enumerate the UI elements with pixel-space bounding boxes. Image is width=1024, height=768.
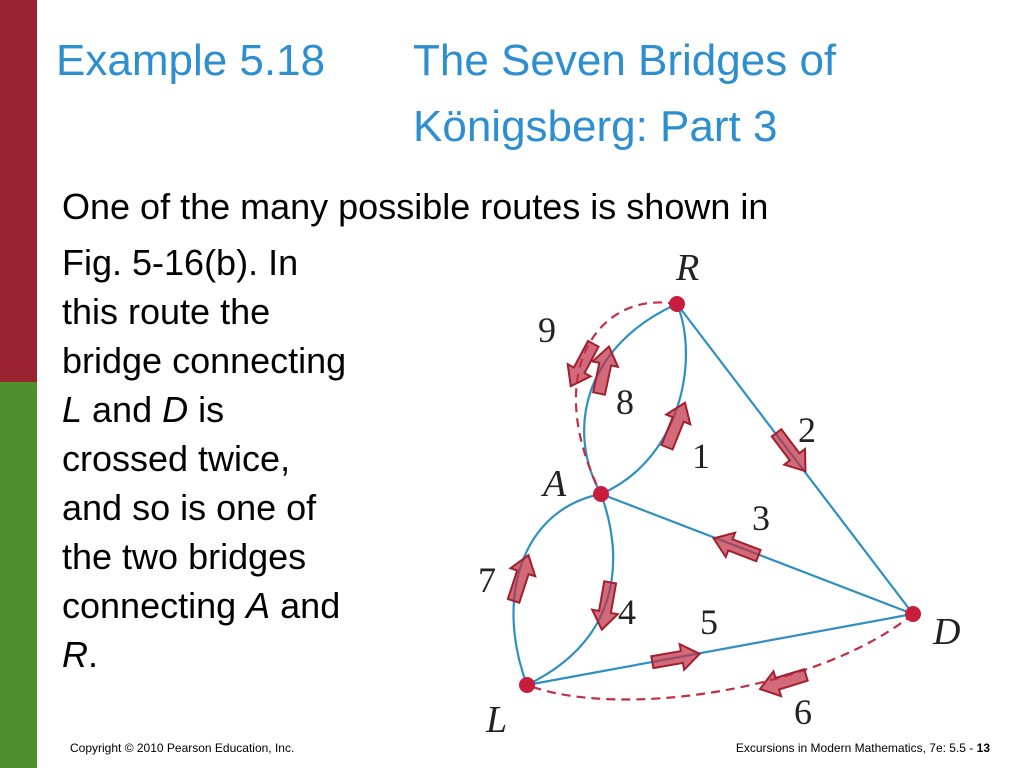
body-text-line: and so is one of [62,487,317,528]
text-period: . [88,634,99,675]
arrow-label-7: 7 [478,560,496,600]
node-label-a: A [540,463,567,505]
body-text-line: connecting A and [62,581,442,630]
node-label-r: R [675,247,699,289]
node-a [593,486,609,502]
route-dash-d-l [526,613,914,701]
text-and-2: and [270,585,341,626]
footer-book-title: Excursions in Modern Mathematics, 7e: 5.… [735,741,977,755]
arrow-label-3: 3 [752,498,770,538]
italic-d: D [162,389,189,430]
node-r [669,296,685,312]
title-line-2: Königsberg: Part 3 [413,102,778,151]
route-arrow-5 [649,640,703,676]
footer-copyright: Copyright © 2010 Pearson Education, Inc. [70,741,295,755]
decor-stripe-green [0,382,37,768]
title-line-1: The Seven Bridges of [413,36,837,85]
text-is: is [188,389,225,430]
body-text-line: this route the [62,291,271,332]
arrow-label-6: 6 [794,692,812,732]
body-text-line: Fig. 5-16(b). In [62,242,299,283]
body-text-line: crossed twice, [62,438,291,479]
arrow-label-4: 4 [618,592,636,632]
bridge-l-d [526,612,914,687]
italic-a: A [246,585,271,626]
body-text-column: Fig. 5-16(b). In this route the bridge c… [62,238,442,679]
bridge-a-r-right [600,303,688,496]
title-example-number: Example 5.18 [56,36,326,85]
footer-page-number: 13 [976,741,990,755]
text-and: and [82,389,163,430]
body-text-line: the two bridges [62,536,307,577]
decor-stripe-red [0,0,37,382]
body-text-line: L and D is [62,385,442,434]
bridge-a-l-right [526,493,615,686]
route-arrow-1 [653,396,699,454]
node-label-l: L [485,699,507,741]
arrow-label-9: 9 [538,310,556,350]
italic-r: R [62,634,88,675]
nodes [519,296,921,693]
node-d [905,606,921,622]
route-arrow-7 [500,550,542,606]
body-text-line: R. [62,630,442,679]
arrow-label-8: 8 [616,382,634,422]
footer-page-info: Excursions in Modern Mathematics, 7e: 5.… [736,741,990,755]
italic-l: L [62,389,83,430]
body-text-line: bridge connecting [62,340,347,381]
arrow-label-1: 1 [692,436,710,476]
arrow-label-5: 5 [700,602,718,642]
arrow-label-2: 2 [798,410,816,450]
bridge-a-l-left [512,492,602,686]
text-connecting: connecting [62,585,247,626]
node-label-d: D [932,611,960,653]
body-text-line-1: One of the many possible routes is shown… [62,186,769,227]
node-l [519,677,535,693]
